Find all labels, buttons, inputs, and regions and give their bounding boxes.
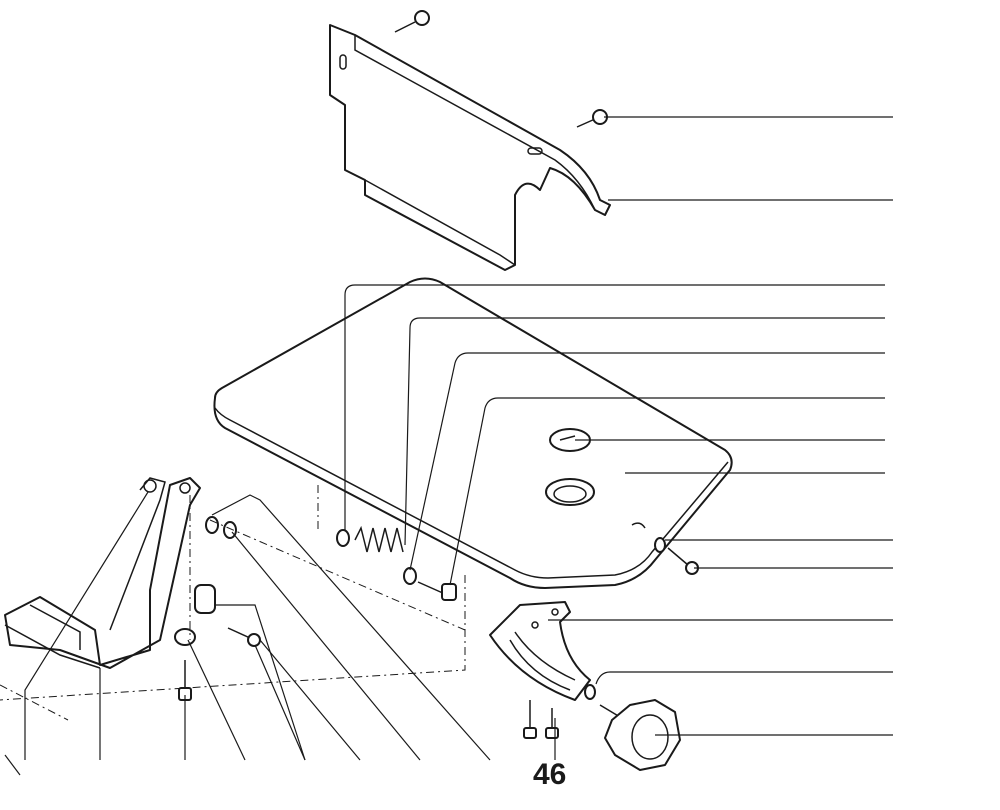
trunnion-bracket: [489, 601, 591, 701]
leader-lines: [4, 116, 893, 776]
washer: [403, 567, 417, 585]
callout-number-46: 46: [533, 758, 567, 791]
screw: [523, 700, 537, 739]
clamp-block: [194, 584, 216, 614]
screw: [545, 708, 559, 739]
screw-right: [576, 109, 608, 128]
screw: [227, 627, 261, 647]
screw: [667, 547, 699, 575]
washer: [336, 529, 350, 547]
center-lines: [0, 485, 466, 721]
table-plate: [213, 277, 733, 589]
screw: [178, 660, 192, 701]
bolt: [417, 581, 457, 601]
support-bracket: [4, 477, 201, 669]
washer: [205, 516, 219, 534]
screw-top: [394, 10, 430, 33]
washer: [584, 684, 596, 700]
blade-guard-part: [329, 24, 611, 271]
star-knob: [599, 699, 681, 771]
nut: [174, 628, 196, 646]
washer: [654, 537, 666, 553]
spring: [354, 525, 404, 553]
